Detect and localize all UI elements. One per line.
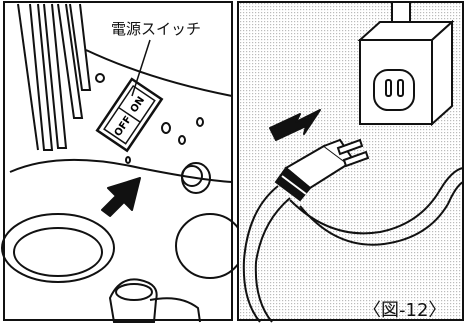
right-panel: [237, 1, 464, 323]
wall-outlet: [357, 1, 455, 127]
power-switch-label: 電源スイッチ: [108, 18, 205, 39]
figure-number-label: 〈図-12〉: [363, 300, 447, 321]
power-cord: [242, 167, 464, 323]
unit-legs-drawing: [17, 3, 92, 151]
leader-line: [131, 39, 151, 97]
unplug-arrow-icon: [269, 109, 321, 141]
power-plug: [274, 138, 370, 202]
rocker-switch: ON OFF: [95, 77, 164, 153]
press-arrow-icon: [101, 177, 141, 217]
left-panel: ON OFF: [1, 1, 245, 323]
